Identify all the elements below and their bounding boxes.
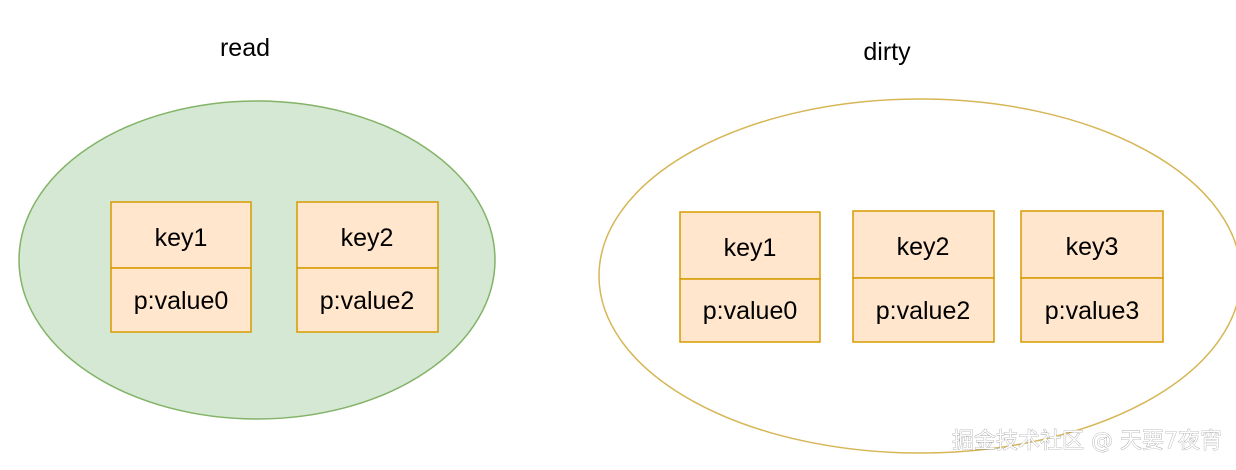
- read-map: read key1 p:value0 key2 p:value2: [18, 34, 496, 420]
- dirty-entry-key2: key2 p:value2: [852, 210, 995, 343]
- dirty-entry-value-cell: [679, 278, 821, 343]
- read-entry-value-label: p:value2: [320, 287, 415, 315]
- dirty-entry-value-label: p:value3: [1045, 297, 1140, 325]
- dirty-entry-key-label: key3: [1066, 233, 1119, 261]
- dirty-entry-key-label: key2: [897, 233, 950, 261]
- read-entry-key-cell: [296, 201, 439, 269]
- dirty-entry-key1: key1 p:value0: [679, 211, 821, 343]
- read-entry-value-label: p:value0: [134, 287, 229, 315]
- read-entry-value-cell: [110, 267, 252, 333]
- dirty-entry-value-label: p:value0: [703, 297, 798, 325]
- dirty-entry-key-label: key1: [724, 234, 777, 262]
- read-map-ellipse: [18, 100, 496, 420]
- dirty-entry-value-label: p:value2: [876, 297, 971, 325]
- read-entry-key-label: key1: [155, 224, 208, 252]
- dirty-map-title: dirty: [863, 38, 911, 66]
- read-entry-key-label: key2: [341, 224, 394, 252]
- dirty-entry-key-cell: [1020, 210, 1164, 279]
- watermark: 掘金技术社区 @ 天要7夜宵: [952, 429, 1222, 454]
- dirty-entry-value-cell: [1020, 277, 1164, 343]
- read-entry-key-cell: [110, 201, 252, 269]
- dirty-map: dirty key1 p:value0 key2 p:value2 key3 p…: [598, 38, 1236, 454]
- dirty-entry-key-cell: [852, 210, 995, 279]
- read-map-title: read: [220, 34, 270, 62]
- dirty-entry-value-cell: [852, 277, 995, 343]
- read-entry-key1: key1 p:value0: [110, 201, 252, 333]
- dirty-entry-key3: key3 p:value3: [1020, 210, 1164, 343]
- read-entry-value-cell: [296, 267, 439, 333]
- read-entry-key2: key2 p:value2: [296, 201, 439, 333]
- dirty-entry-key-cell: [679, 211, 821, 280]
